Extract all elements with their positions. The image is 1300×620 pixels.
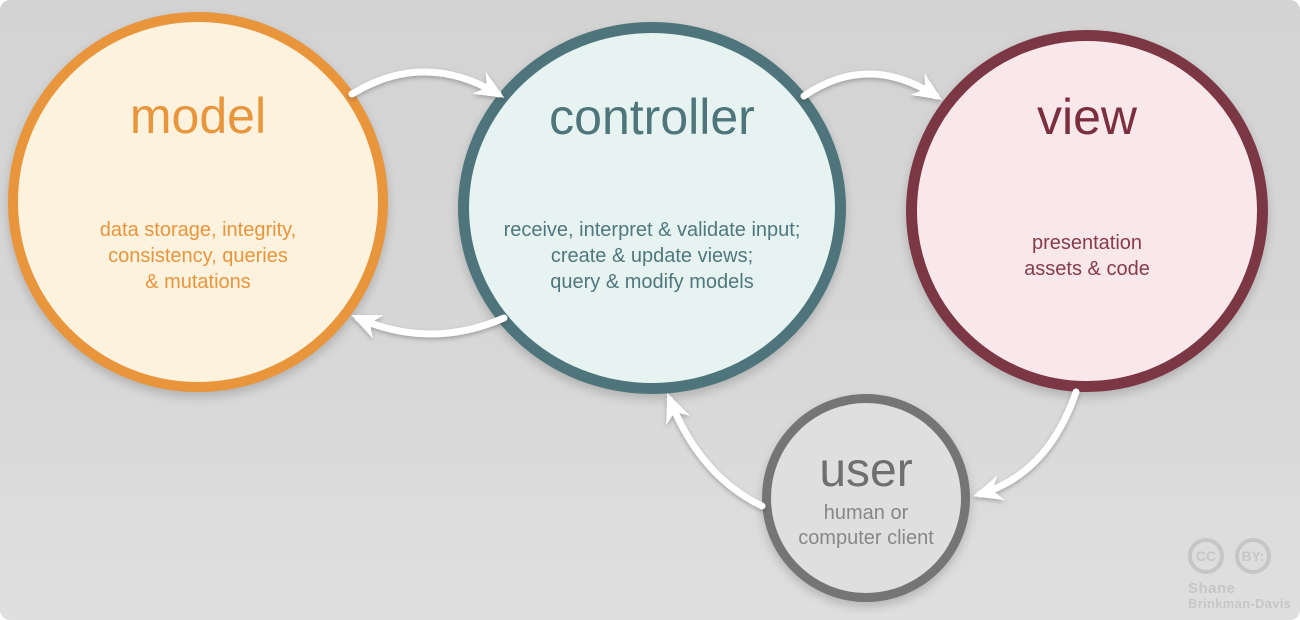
author-last-name: Brinkman-Davis — [1188, 596, 1292, 612]
user-description: human or computer client — [798, 502, 934, 549]
model-description: data storage, integrity, consistency, qu… — [99, 219, 297, 293]
model-node: model data storage, integrity, consisten… — [8, 12, 388, 392]
arrow-view-to-user-icon — [972, 388, 1080, 501]
cc-license-icon: CC — [1188, 538, 1224, 574]
cc-by-license-icon: BY: — [1235, 538, 1271, 574]
controller-node: controller receive, interpret & validate… — [458, 22, 846, 394]
license-attribution: CC BY: Shane Brinkman-Davis — [1188, 538, 1291, 612]
cc-by-license-label: BY: — [1241, 548, 1265, 564]
controller-title: controller — [549, 89, 755, 145]
view-node: view presentation assets & code — [906, 30, 1268, 392]
author-first-name: Shane — [1188, 580, 1236, 597]
cc-license-label: CC — [1195, 548, 1217, 564]
arrow-controller-to-model-icon — [351, 314, 508, 339]
view-description: presentation assets & code — [1024, 232, 1150, 280]
model-title: model — [129, 88, 267, 144]
arrow-user-to-controller-icon — [666, 393, 766, 510]
user-title: user — [819, 444, 913, 497]
author-name: Shane Brinkman-Davis — [1188, 580, 1291, 612]
controller-description: receive, interpret & validate input; cre… — [503, 219, 801, 293]
user-node: user human or computer client — [762, 394, 970, 602]
view-title: view — [1036, 89, 1138, 145]
